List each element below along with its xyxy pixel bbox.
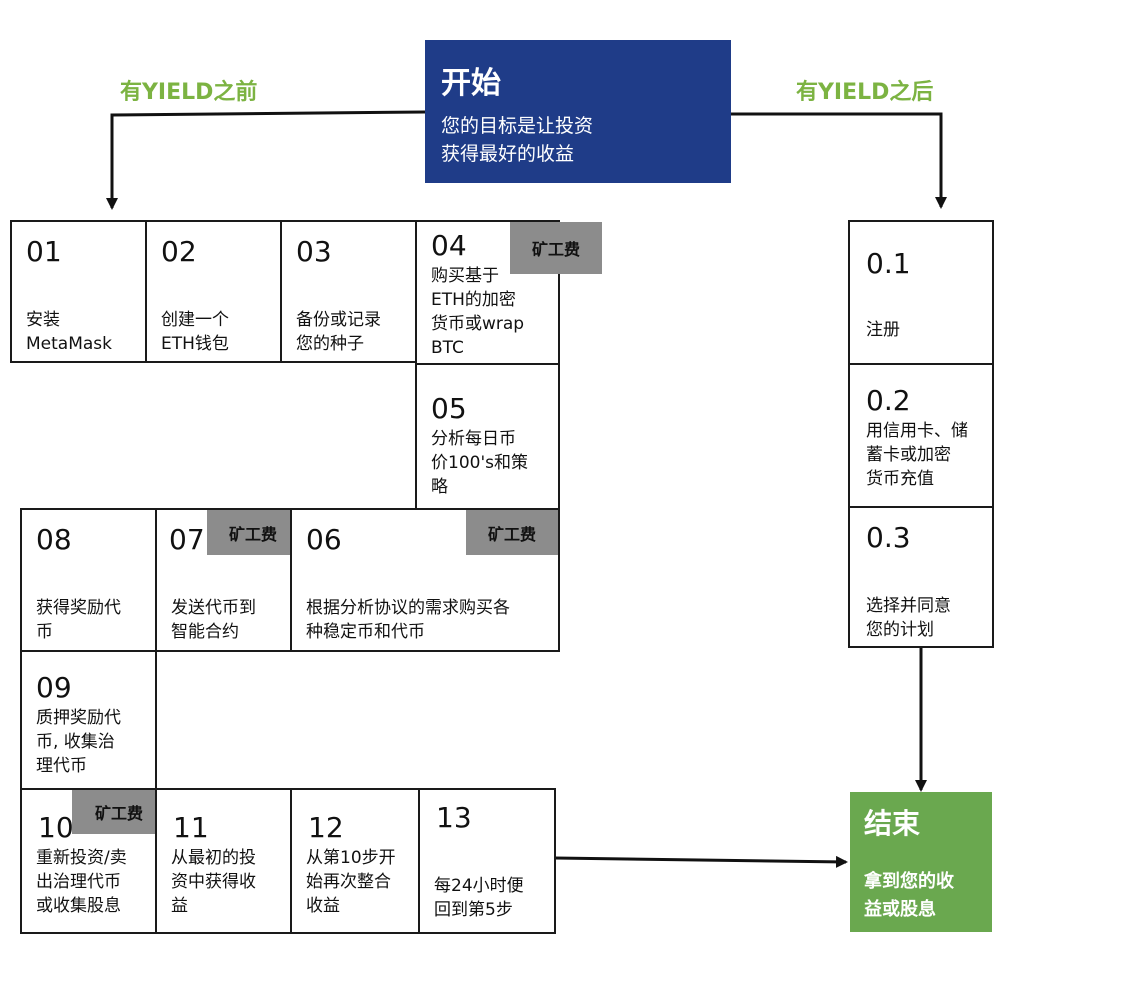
fee-badge-04: 矿工费 [510,222,602,274]
step-number: 11 [173,811,209,844]
step-text: 从最初的投 资中获得收 益 [171,848,256,916]
step-text: 质押奖励代 币, 收集治 理代币 [36,708,121,776]
step-number: 13 [436,801,472,834]
after-yield-label: 有YIELD之后 [796,80,934,105]
step-number: 01 [26,235,62,268]
step-number: 12 [308,811,344,844]
step-02: 02 创建一个 ETH钱包 [145,220,282,363]
step-text: 选择并同意 您的计划 [866,596,951,640]
step-text: 用信用卡、储 蓄卡或加密 货币充值 [866,421,968,489]
step-number: 05 [431,392,467,425]
after-step-0-3: 0.3 选择并同意 您的计划 [848,506,994,648]
step-05: 05 分析每日币 价100's和策 略 [415,363,560,510]
after-step-0-2: 0.2 用信用卡、储 蓄卡或加密 货币充值 [848,363,994,508]
step-08: 08 获得奖励代 币 [20,508,157,652]
step-number: 03 [296,235,332,268]
step-number: 10 [38,811,74,844]
arrow-start-to-after [731,112,947,209]
start-title: 开始 [441,66,501,101]
arrow-13-to-end [554,855,848,868]
end-title: 结束 [864,807,921,840]
end-body: 拿到您的收 益或股息 [864,871,954,920]
start-box: 开始 您的目标是让投资 获得最好的收益 [425,40,731,183]
step-number: 02 [161,235,197,268]
start-body: 您的目标是让投资 获得最好的收益 [441,115,594,165]
step-text: 备份或记录 您的种子 [296,310,381,354]
step-09: 09 质押奖励代 币, 收集治 理代币 [20,650,157,790]
step-text: 发送代币到 智能合约 [171,598,256,642]
step-text: 每24小时便 回到第5步 [434,876,524,920]
step-text: 分析每日币 价100's和策 略 [431,429,528,497]
step-11: 11 从最初的投 资中获得收 益 [155,788,292,934]
step-number: 0.2 [866,384,911,417]
fee-badge-07: 矿工费 [207,510,299,555]
end-box: 结束 拿到您的收 益或股息 [850,792,992,932]
step-text: 安装 MetaMask [26,310,112,354]
step-10: 10 重新投资/卖 出治理代币 或收集股息 [20,788,157,934]
step-number: 04 [431,229,467,262]
step-text: 根据分析协议的需求购买各 种稳定币和代币 [306,598,510,642]
step-number: 0.3 [866,521,911,554]
step-number: 09 [36,671,72,704]
step-text: 创建一个 ETH钱包 [161,310,229,354]
step-text: 从第10步开 始再次整合 收益 [306,848,396,916]
after-step-0-1: 0.1 注册 [848,220,994,365]
step-number: 07 [169,523,205,556]
step-text: 重新投资/卖 出治理代币 或收集股息 [36,848,127,916]
step-number: 06 [306,523,342,556]
step-number: 0.1 [866,247,911,280]
arrow-start-to-before [106,110,426,210]
step-12: 12 从第10步开 始再次整合 收益 [290,788,420,934]
step-03: 03 备份或记录 您的种子 [280,220,417,363]
fee-badge-10: 矿工费 [72,790,166,834]
before-yield-label: 有YIELD之前 [120,80,258,105]
fee-badge-06: 矿工费 [466,510,558,555]
step-01: 01 安装 MetaMask [10,220,147,363]
step-number: 08 [36,523,72,556]
step-13: 13 每24小时便 回到第5步 [418,788,556,934]
step-text: 注册 [866,320,900,340]
step-text: 获得奖励代 币 [36,598,121,642]
step-text: 购买基于 ETH的加密 货币或wrap BTC [431,266,525,358]
